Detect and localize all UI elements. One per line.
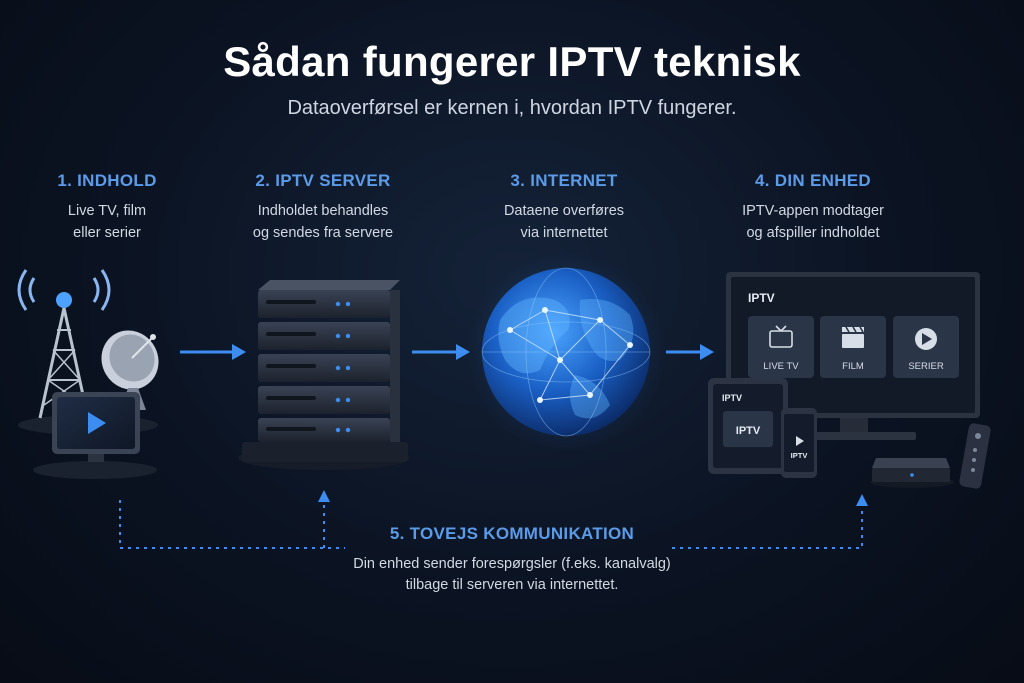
tv-monitor-icon bbox=[33, 392, 157, 479]
feedback-desc: Din enhed sender forespørgsler (f.eks. k… bbox=[262, 554, 762, 596]
step-internet: 3. INTERNET Dataene overføres via intern… bbox=[444, 171, 684, 244]
tv-app-label: IPTV bbox=[748, 291, 775, 305]
tablet-brand-label: IPTV bbox=[722, 393, 742, 403]
arrow-up-icon bbox=[318, 490, 330, 502]
tile-live-tv-label: LIVE TV bbox=[763, 361, 799, 372]
phone-app-label: IPTV bbox=[791, 451, 808, 460]
step-server-title: 2. IPTV SERVER bbox=[255, 171, 391, 190]
set-top-box bbox=[870, 458, 954, 488]
feedback-loop bbox=[119, 500, 863, 549]
step-server: 2. IPTV SERVER Indholdet behandles og se… bbox=[203, 171, 443, 244]
step-content-desc-line1: Live TV, film bbox=[67, 203, 147, 219]
arrow-up-icon bbox=[856, 494, 868, 506]
step-device-title: 4. DIN ENHED bbox=[754, 171, 871, 190]
step-internet-desc-line1: Dataene overføres bbox=[503, 203, 625, 219]
step-content: 1. INDHOLD Live TV, film eller serier bbox=[0, 171, 227, 244]
smart-tv: IPTV LIVE TV FILM SERIER bbox=[726, 272, 980, 440]
step-device: 4. DIN ENHED IPTV-appen modtager og afsp… bbox=[693, 171, 933, 244]
feedback-desc-line2: tilbage til serveren via internettet. bbox=[405, 577, 619, 593]
tv-icon bbox=[769, 325, 793, 348]
step-content-desc-line2: eller serier bbox=[73, 225, 141, 241]
play-icon bbox=[796, 436, 804, 446]
step-content-desc: Live TV, film eller serier bbox=[0, 200, 227, 244]
tablet-device: IPTV IPTV bbox=[708, 378, 788, 474]
step-device-desc-line1: IPTV-appen modtager bbox=[742, 203, 884, 219]
tablet-app-label: IPTV bbox=[736, 425, 761, 437]
smartphone-device: IPTV bbox=[781, 408, 817, 478]
play-circle-icon bbox=[915, 328, 937, 350]
two-way-communication: 5. TOVEJS KOMMUNIKATION Din enhed sender… bbox=[262, 524, 762, 596]
play-icon bbox=[88, 412, 106, 434]
step-internet-title: 3. INTERNET bbox=[510, 171, 618, 190]
clapperboard-icon bbox=[842, 326, 864, 348]
feedback-title: 5. TOVEJS KOMMUNIKATION bbox=[389, 524, 635, 543]
step-server-desc: Indholdet behandles og sendes fra server… bbox=[203, 200, 443, 244]
step-content-title: 1. INDHOLD bbox=[57, 171, 157, 190]
step-device-desc-line2: og afspiller indholdet bbox=[746, 225, 880, 241]
flow-arrows bbox=[180, 344, 714, 360]
step-server-desc-line1: Indholdet behandles bbox=[257, 203, 389, 219]
step-internet-desc-line2: via internettet bbox=[520, 225, 608, 241]
globe-icon bbox=[466, 252, 666, 452]
feedback-desc-line1: Din enhed sender forespørgsler (f.eks. k… bbox=[353, 556, 671, 572]
step-internet-desc: Dataene overføres via internettet bbox=[444, 200, 684, 244]
tile-serier-label: SERIER bbox=[908, 361, 944, 372]
page-subtitle: Dataoverførsel er kernen i, hvordan IPTV… bbox=[287, 97, 737, 119]
server-rack-icon bbox=[238, 280, 410, 470]
step-server-desc-line2: og sendes fra servere bbox=[252, 225, 394, 241]
step-device-desc: IPTV-appen modtager og afspiller indhold… bbox=[693, 200, 933, 244]
page-title: Sådan fungerer IPTV teknisk bbox=[223, 38, 801, 85]
tile-film-label: FILM bbox=[842, 361, 864, 372]
remote-control-icon bbox=[959, 423, 991, 489]
